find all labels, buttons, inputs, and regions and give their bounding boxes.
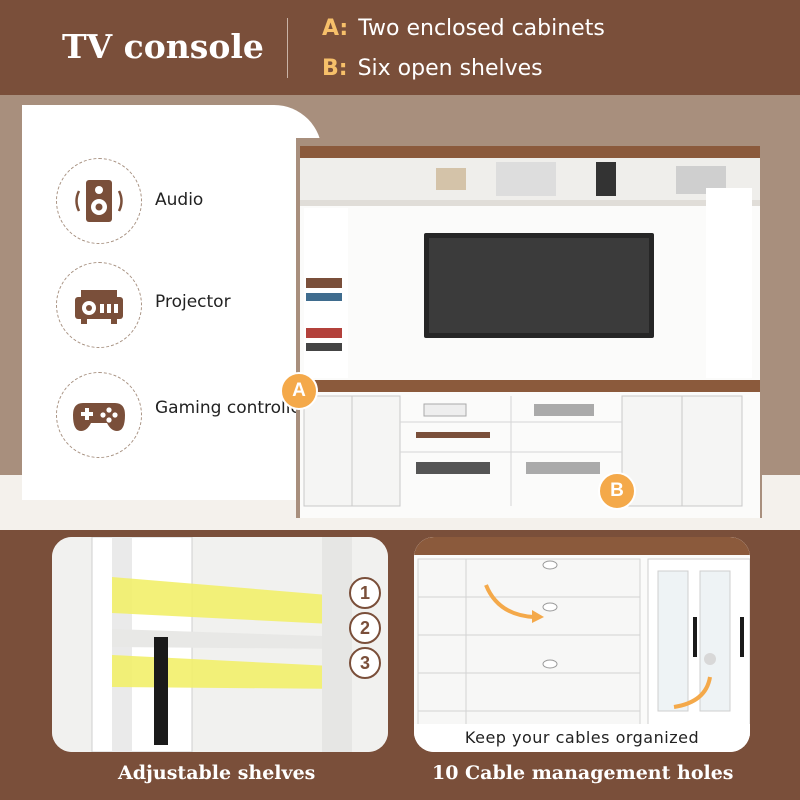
adjustable-shelves-photo: 1 2 3 (52, 537, 388, 752)
feature-a-key: A: (322, 16, 349, 41)
gamepad-icon (56, 372, 142, 458)
feature-b-text: Six open shelves (357, 56, 543, 81)
feature-a-text: Two enclosed cabinets (358, 16, 605, 41)
audio-label: Audio (155, 190, 204, 210)
page-title: TV console (62, 27, 264, 66)
badge-b: B (598, 472, 636, 510)
header-banner (0, 0, 800, 95)
tv-console-illustration (296, 138, 762, 518)
shelf-number-3: 3 (349, 647, 381, 679)
gaming-label: Gaming controllers (155, 398, 317, 418)
feature-b-key: B: (322, 56, 348, 81)
cable-holes-caption: 10 Cable management holes (432, 762, 734, 784)
badge-a: A (280, 372, 318, 410)
cable-holes-photo: Keep your cables organized (414, 537, 750, 752)
shelf-number-2: 2 (349, 612, 381, 644)
cable-banner: Keep your cables organized (414, 724, 750, 752)
feature-a: A: Two enclosed cabinets (322, 16, 605, 41)
shelf-number-1: 1 (349, 577, 381, 609)
feature-b: B: Six open shelves (322, 56, 543, 81)
projector-label: Projector (155, 292, 231, 312)
header-divider (287, 18, 288, 78)
speaker-icon (56, 158, 142, 244)
projector-icon (56, 262, 142, 348)
adjustable-shelves-caption: Adjustable shelves (118, 762, 316, 784)
